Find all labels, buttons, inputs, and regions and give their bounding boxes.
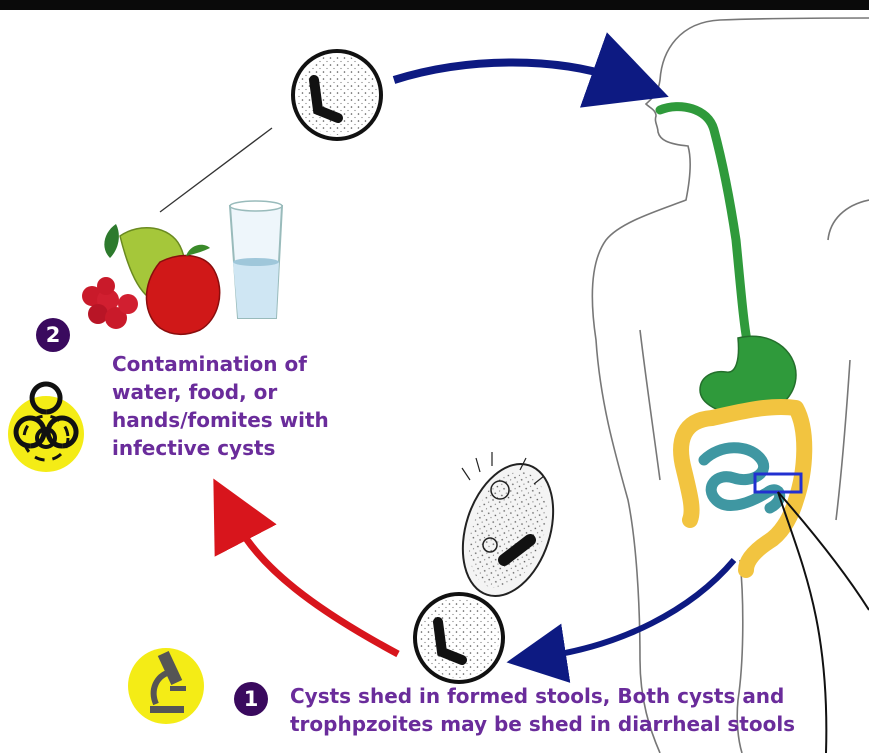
step-2-line: Contamination of: [112, 350, 329, 378]
step-2-badge: 2: [36, 318, 70, 352]
step-1-line: trophpzoites may be shed in diarrheal st…: [290, 710, 795, 738]
arrow-to-host: [394, 63, 616, 81]
step-2-caption: Contamination of water, food, or hands/f…: [112, 350, 329, 462]
biohazard-icon: [8, 384, 84, 472]
step-1-caption: Cysts shed in formed stools, Both cysts …: [290, 682, 795, 738]
digestive-tract: [660, 107, 869, 753]
step-2-line: water, food, or: [112, 378, 329, 406]
cyst-icon: [293, 51, 381, 139]
step-2-line: infective cysts: [112, 434, 329, 462]
connector-line: [160, 128, 272, 212]
step-1-line: Cysts shed in formed stools, Both cysts …: [290, 682, 795, 710]
cyst-icon: [415, 594, 503, 682]
step-1-badge: 1: [234, 682, 268, 716]
water-glass-icon: [230, 201, 282, 318]
step-2-line: hands/fomites with: [112, 406, 329, 434]
trophozoite-icon: [447, 452, 569, 608]
fruit-icon: [82, 224, 220, 334]
microscope-icon: [128, 648, 204, 724]
arrow-to-cyst: [548, 560, 734, 656]
arrow-to-contamination: [236, 522, 398, 654]
